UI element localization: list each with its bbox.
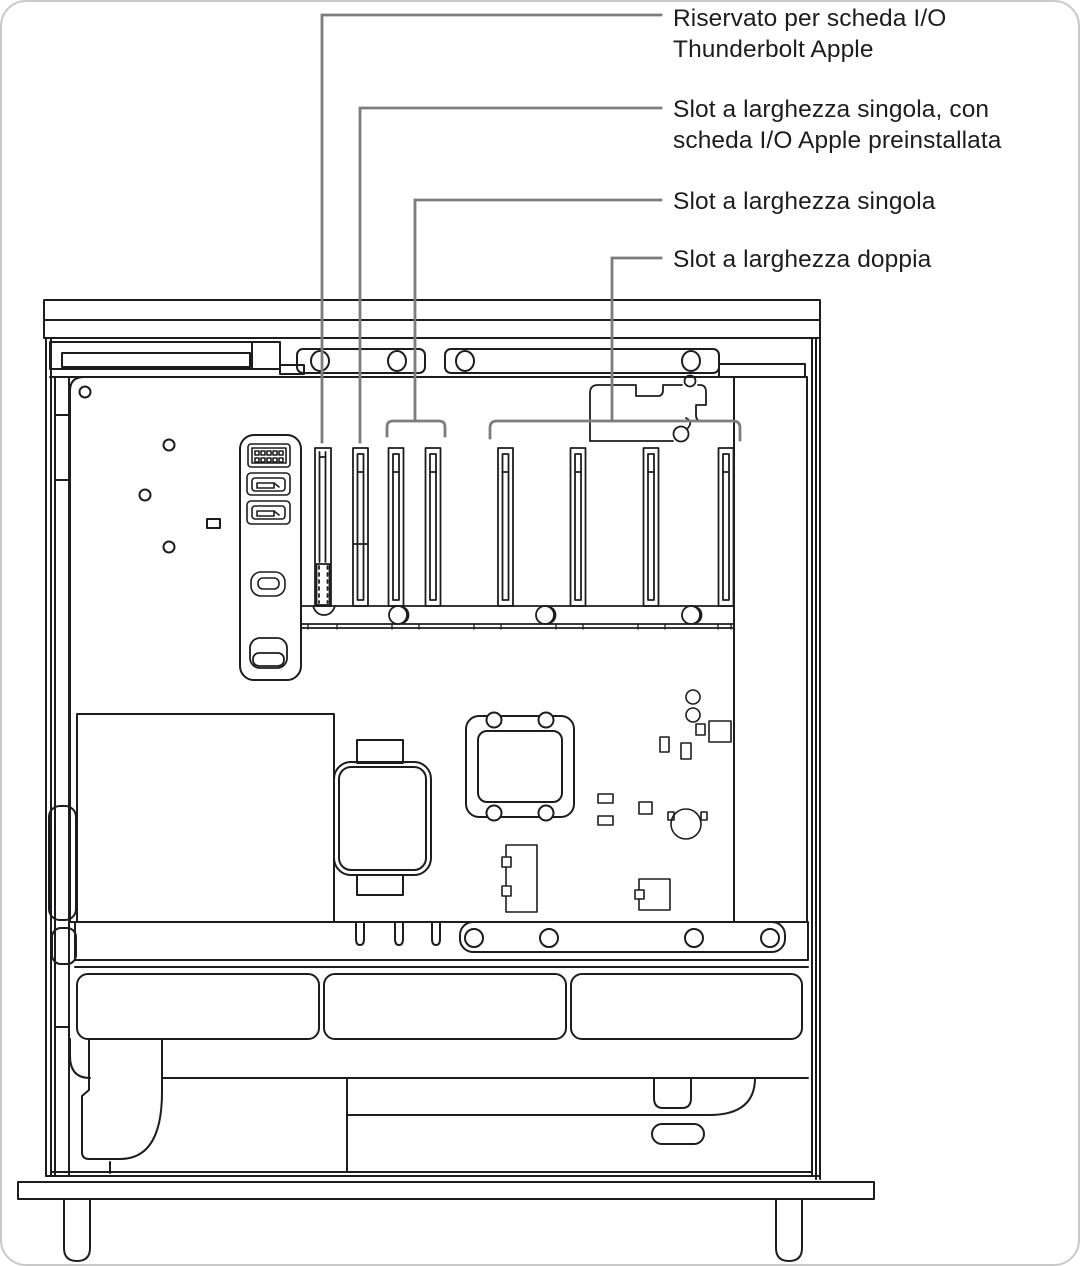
motherboard bbox=[69, 376, 735, 923]
leader-line-double-wide bbox=[610, 256, 663, 423]
grid-connector-icon bbox=[247, 443, 291, 468]
callout-single-wide: Slot a larghezza singola bbox=[673, 188, 936, 215]
usb-c-port-icon bbox=[250, 571, 286, 597]
coin-battery bbox=[667, 808, 708, 840]
pcie-slot bbox=[569, 447, 587, 607]
callout-single-wide-preinstalled: Slot a larghezza singola, con scheda I/O… bbox=[673, 96, 1002, 154]
cpu-socket-bracket bbox=[465, 711, 575, 822]
pcie-slot-thunderbolt bbox=[312, 447, 336, 616]
left-wall bbox=[45, 337, 77, 1177]
slot-rail bbox=[300, 605, 735, 630]
bottom-compartment bbox=[45, 1038, 821, 1177]
board-connectors bbox=[501, 844, 671, 913]
displayport-icon bbox=[246, 472, 291, 496]
stand-leg bbox=[775, 1198, 803, 1262]
pcie-slot bbox=[642, 447, 660, 607]
leader-line-thunderbolt-io bbox=[320, 13, 663, 444]
pcie-slot bbox=[352, 447, 369, 607]
io-panel bbox=[239, 434, 302, 681]
bottom-rail bbox=[51, 921, 809, 968]
right-wall bbox=[733, 337, 821, 1180]
pcie-slot bbox=[717, 447, 735, 607]
power-supply-block bbox=[76, 713, 432, 923]
fan-bays bbox=[76, 973, 803, 1040]
top-cap bbox=[43, 299, 821, 339]
stepped-bracket bbox=[589, 374, 707, 443]
displayport-icon-2 bbox=[246, 500, 291, 525]
stand bbox=[17, 1181, 875, 1262]
stand-leg bbox=[63, 1198, 91, 1262]
pcie-slot bbox=[497, 447, 514, 607]
pcie-slot bbox=[424, 447, 442, 607]
leader-bracket-double-wide bbox=[488, 419, 742, 442]
leader-line-single-wide bbox=[413, 198, 663, 423]
board-components bbox=[501, 689, 732, 913]
leader-bracket-single-wide bbox=[385, 419, 447, 438]
callout-thunderbolt-io: Riservato per scheda I/O Thunderbolt App… bbox=[673, 5, 947, 63]
pcie-slots bbox=[312, 447, 735, 616]
pcie-slot bbox=[387, 447, 405, 607]
callout-double-wide: Slot a larghezza doppia bbox=[673, 246, 932, 273]
handle-cutout bbox=[249, 637, 288, 669]
leader-line-single-wide-preinstalled bbox=[358, 106, 663, 444]
latch-rail bbox=[49, 341, 808, 378]
